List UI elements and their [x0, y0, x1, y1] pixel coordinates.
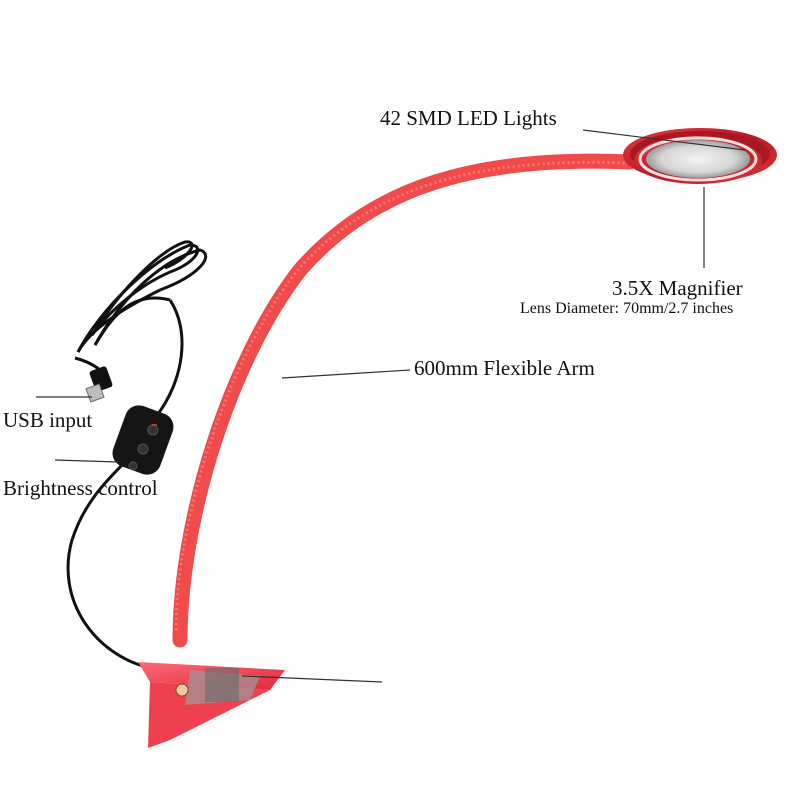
arm-highlight: [174, 160, 626, 631]
coiled-cable: [74, 240, 208, 374]
label-brightness-control: Brightness control: [3, 476, 158, 500]
magnifier-head: [623, 128, 777, 184]
leader-clip: [241, 675, 383, 683]
label-flexible-arm: 600mm Flexible Arm: [414, 356, 595, 380]
leader-led: [582, 129, 746, 151]
brightness-control-unit: [112, 405, 174, 475]
flexible-arm: [172, 153, 638, 648]
leader-lines: [36, 129, 746, 683]
label-usb-input: USB input: [3, 408, 93, 432]
desk-clip: [138, 662, 285, 748]
cable-to-coil: [153, 299, 184, 419]
power-cable: [66, 463, 151, 670]
leader-arm: [281, 369, 411, 379]
label-lens-diameter: Lens Diameter: 70mm/2.7 inches: [520, 300, 734, 317]
label-led-lights: 42 SMD LED Lights: [380, 106, 557, 130]
leader-brightness: [54, 459, 119, 463]
label-magnifier: 3.5X Magnifier: [612, 276, 743, 300]
